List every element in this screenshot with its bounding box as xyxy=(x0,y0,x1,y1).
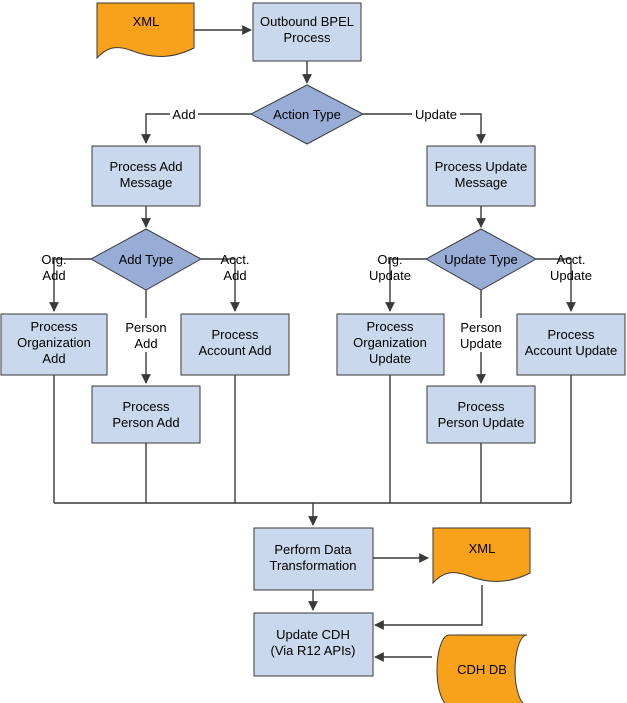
edge-label-update-text: Update xyxy=(415,107,457,122)
svg-text:Update: Update xyxy=(369,351,411,366)
svg-text:Message: Message xyxy=(120,175,173,190)
svg-text:Process: Process xyxy=(31,319,78,334)
svg-text:Process Add: Process Add xyxy=(110,159,183,174)
edge-label-person-add-l2: Add xyxy=(134,336,157,351)
edge-label-acct-add: Acct. Add xyxy=(221,252,250,283)
svg-text:Outbound BPEL: Outbound BPEL xyxy=(260,14,354,29)
edge-label-acct-add-l2: Add xyxy=(223,268,246,283)
svg-text:Process Update: Process Update xyxy=(435,159,528,174)
outbound-bpel-process: Outbound BPEL Process xyxy=(252,2,362,62)
svg-text:Add Type: Add Type xyxy=(119,252,174,267)
svg-text:Process: Process xyxy=(548,327,595,342)
edge-label-org-add-l2: Add xyxy=(42,268,65,283)
svg-text:Message: Message xyxy=(455,175,508,190)
svg-text:Person Add: Person Add xyxy=(112,415,179,430)
svg-text:Person Update: Person Update xyxy=(438,415,525,430)
xml-document-top-label: XML xyxy=(133,14,160,29)
svg-text:Account Add: Account Add xyxy=(199,343,272,358)
edge-add-type-to-acct-add xyxy=(201,258,240,312)
update-type-decision: Update Type xyxy=(424,228,538,291)
edge-label-add: Add xyxy=(170,106,198,122)
edge-label-person-update: Person Update xyxy=(456,318,508,352)
edge-label-person-update-l2: Update xyxy=(460,336,502,351)
svg-text:Process: Process xyxy=(123,399,170,414)
edge-label-acct-update: Acct. Update xyxy=(550,252,592,283)
svg-text:Process: Process xyxy=(212,327,259,342)
edge-action-to-update xyxy=(363,113,486,144)
process-account-update: Process Account Update xyxy=(516,313,626,376)
svg-text:Process: Process xyxy=(284,30,331,45)
svg-text:Action Type: Action Type xyxy=(273,107,341,122)
perform-data-transformation: Perform Data Transformation xyxy=(253,527,374,591)
edge-label-org-add: Org. Add xyxy=(41,252,66,283)
xml-document-top: XML xyxy=(96,2,195,60)
process-organization-add: Process Organization Add xyxy=(0,313,108,376)
svg-text:(Via R12 APIs): (Via R12 APIs) xyxy=(270,643,355,658)
process-update-message: Process Update Message xyxy=(426,145,536,207)
edge-label-org-add-l1: Org. xyxy=(41,252,66,267)
process-organization-update: Process Organization Update xyxy=(336,313,445,376)
edge-label-acct-update-l2: Update xyxy=(550,268,592,283)
process-person-add: Process Person Add xyxy=(91,385,201,444)
svg-text:Update Type: Update Type xyxy=(444,252,517,267)
edge-xml-to-update-cdh xyxy=(374,585,483,630)
edge-update-type-to-acct-update xyxy=(536,258,576,312)
edge-update-type-to-org-update xyxy=(385,258,426,312)
add-type-decision: Add Type xyxy=(89,228,203,291)
edge-label-org-update-l1: Org. xyxy=(377,252,402,267)
cdh-db-label: CDH DB xyxy=(457,662,507,677)
edge-label-org-update-l2: Update xyxy=(369,268,411,283)
edge-label-add-text: Add xyxy=(172,107,195,122)
cdh-db-storage-shape xyxy=(436,634,528,703)
svg-text:Add: Add xyxy=(42,351,65,366)
svg-text:Process: Process xyxy=(458,399,505,414)
merge-lines xyxy=(53,375,572,504)
svg-text:Update CDH: Update CDH xyxy=(276,627,350,642)
edge-label-acct-add-l1: Acct. xyxy=(221,252,250,267)
svg-text:Organization: Organization xyxy=(353,335,427,350)
edge-action-to-add xyxy=(141,113,251,144)
process-person-update: Process Person Update xyxy=(426,385,536,444)
process-add-message: Process Add Message xyxy=(91,145,201,207)
action-type-decision: Action Type xyxy=(249,84,365,145)
svg-text:Organization: Organization xyxy=(17,335,91,350)
edge-label-person-add-l1: Person xyxy=(125,320,166,335)
svg-text:Transformation: Transformation xyxy=(270,558,357,573)
svg-text:Perform Data: Perform Data xyxy=(274,542,352,557)
edge-label-org-update: Org. Update xyxy=(369,252,411,283)
edge-label-person-add: Person Add xyxy=(122,318,170,352)
connectors xyxy=(49,25,576,662)
edge-label-acct-update-l1: Acct. xyxy=(557,252,586,267)
svg-text:Account Update: Account Update xyxy=(525,343,618,358)
update-cdh: Update CDH (Via R12 APIs) xyxy=(253,612,374,677)
xml-document-bottom-label: XML xyxy=(469,541,496,556)
process-account-add: Process Account Add xyxy=(180,313,290,376)
svg-text:Process: Process xyxy=(367,319,414,334)
xml-document-bottom-shape xyxy=(432,527,531,585)
cdh-db-storage: CDH DB xyxy=(436,634,528,703)
xml-document-top-shape xyxy=(96,2,195,60)
edge-label-person-update-l1: Person xyxy=(460,320,501,335)
xml-document-bottom: XML xyxy=(432,527,531,585)
edge-label-update: Update xyxy=(412,106,460,122)
edge-add-type-to-org-add xyxy=(49,258,91,312)
